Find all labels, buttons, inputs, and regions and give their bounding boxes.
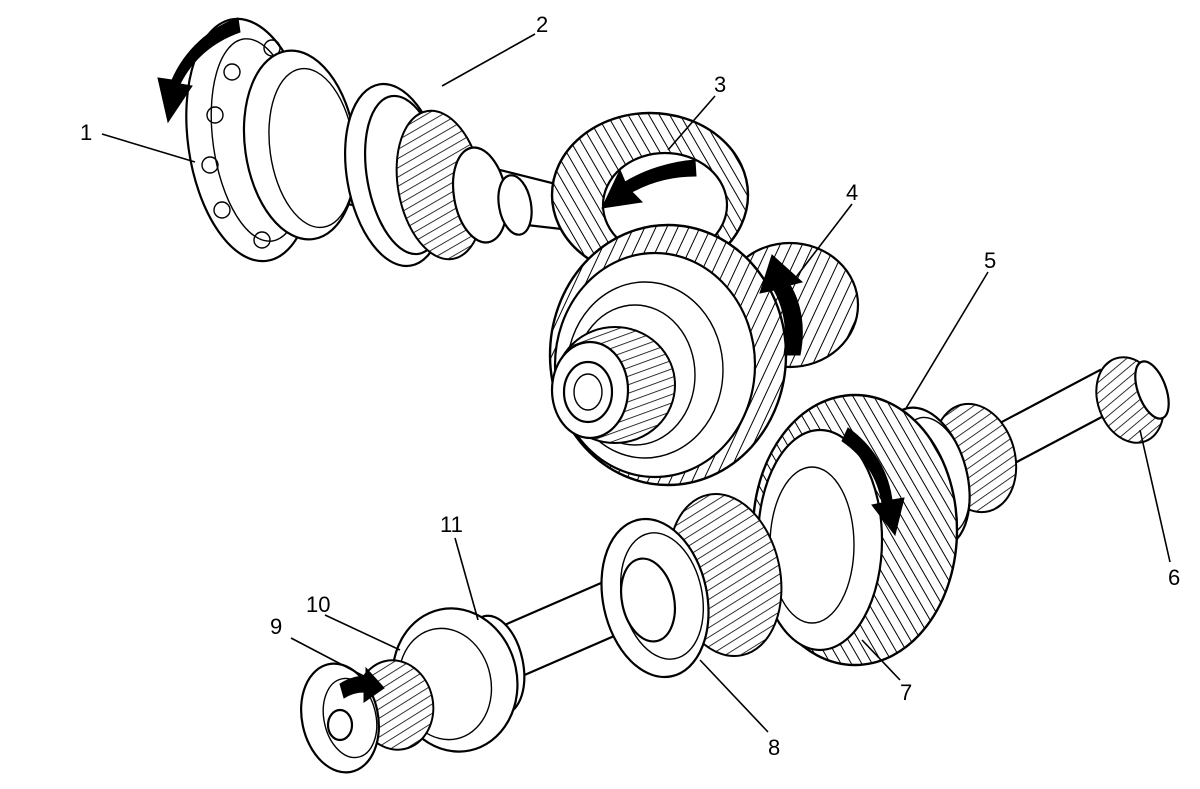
leader-5 bbox=[904, 271, 989, 411]
leader-3 bbox=[667, 95, 716, 151]
rotation-arrow-3 bbox=[601, 159, 697, 209]
lower-shaft-assembly bbox=[300, 492, 783, 774]
callout-1: 1 bbox=[80, 120, 92, 145]
leader-4 bbox=[789, 203, 853, 286]
rotation-arrow-1 bbox=[157, 17, 241, 124]
leader-lines bbox=[101, 33, 1171, 733]
upper-bearing bbox=[344, 82, 533, 268]
rotation-arrow-7 bbox=[841, 427, 905, 537]
callout-2: 2 bbox=[536, 12, 548, 37]
rotation-arrows bbox=[157, 17, 905, 703]
callout-3: 3 bbox=[714, 72, 726, 97]
leader-10 bbox=[324, 614, 401, 651]
callout-10: 10 bbox=[306, 592, 330, 617]
leader-6 bbox=[1139, 429, 1171, 563]
rotation-arrow-9 bbox=[339, 666, 385, 703]
leader-2 bbox=[441, 33, 536, 87]
leader-7 bbox=[861, 639, 901, 681]
callout-6: 6 bbox=[1168, 565, 1180, 590]
callout-8: 8 bbox=[768, 735, 780, 760]
upper-shaft-assembly bbox=[185, 17, 750, 279]
callout-5: 5 bbox=[984, 248, 996, 273]
differential-flange bbox=[185, 17, 358, 263]
leader-1 bbox=[101, 133, 196, 163]
leader-9 bbox=[290, 637, 376, 683]
callout-11: 11 bbox=[440, 512, 463, 537]
large-helical-gear bbox=[751, 393, 959, 667]
callout-labels: 1 2 3 4 5 6 7 8 9 10 11 bbox=[80, 12, 1180, 760]
rotation-arrow-4 bbox=[759, 254, 804, 356]
leader-8 bbox=[699, 659, 769, 733]
callout-7: 7 bbox=[900, 680, 912, 705]
callout-9: 9 bbox=[270, 614, 282, 639]
leader-11 bbox=[454, 537, 479, 621]
drive-gear-assembly bbox=[548, 223, 860, 487]
callout-4: 4 bbox=[846, 180, 858, 205]
